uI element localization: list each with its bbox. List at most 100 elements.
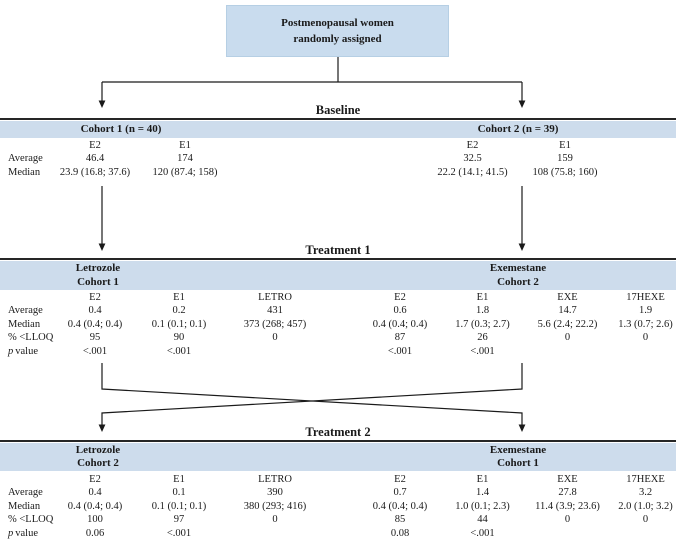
cell-median-e1: 0.1 (0.1; 0.1) [151, 500, 207, 512]
treatment2-left-header: Letrozole Cohort 2 [0, 443, 196, 471]
column-header-e2: E2 [89, 140, 101, 151]
cell-lloq-e1: 90 [173, 332, 185, 344]
baseline-rule [0, 118, 676, 120]
cell-average-e2: 0.6 [393, 305, 407, 317]
column-header-17hexe: 17HEXE [626, 292, 665, 303]
cell-median-e2: 23.9 (16.8; 37.6) [59, 166, 131, 178]
cell-lloq-exe: 0 [564, 332, 571, 344]
cell-p-e2: <.001 [387, 345, 413, 357]
cell-lloq-e1: 97 [173, 514, 185, 526]
column-header-e1: E1 [476, 474, 489, 485]
cell-lloq-e2: 85 [394, 514, 406, 526]
column-header-e1: E1 [559, 140, 571, 151]
cell-median-e1: 1.0 (0.1; 2.3) [455, 500, 510, 512]
cell-average-e2: 0.7 [393, 487, 407, 499]
cell-median-e2: 22.2 (14.1; 41.5) [437, 166, 508, 178]
column-header-e1: E1 [179, 140, 191, 151]
column-header-letro: LETRO [258, 292, 292, 303]
baseline-cohort1-table: E2 E1 Average 46.4 174 Median 23.9 (16.8… [0, 139, 340, 179]
row-label-median: Median [8, 500, 41, 512]
cell-p-e1: <.001 [470, 345, 495, 357]
p-italic: p [8, 527, 14, 539]
randomization-box-line2: randomly assigned [293, 33, 382, 45]
drug-name: Exemestane [489, 443, 547, 456]
cell-median-17hexe: 1.3 (0.7; 2.6) [618, 318, 673, 330]
row-label-average: Average [8, 487, 43, 499]
cell-median-e1: 108 (75.8; 160) [532, 166, 598, 178]
cell-lloq-17hexe: 0 [642, 332, 649, 344]
cell-median-exe: 5.6 (2.4; 22.2) [537, 318, 598, 330]
cell-average-e1: 159 [557, 153, 573, 165]
cell-average-e1: 0.1 [172, 487, 186, 499]
column-header-exe: EXE [557, 474, 578, 485]
baseline-cohort2-table: E2 E1 32.5 159 22.2 (14.1; 41.5) 108 (75… [340, 139, 676, 179]
cell-average-e2: 0.4 [88, 305, 102, 317]
cell-p-e1: <.001 [470, 527, 495, 539]
cell-average-letro: 390 [267, 487, 283, 499]
column-header-e1: E1 [476, 292, 489, 303]
treatment2-band: Letrozole Cohort 2 Exemestane Cohort 1 [0, 443, 676, 471]
cell-lloq-letro: 0 [272, 332, 278, 344]
cell-median-17hexe: 2.0 (1.0; 3.2) [618, 500, 673, 512]
cell-median-e2: 0.4 (0.4; 0.4) [67, 318, 123, 330]
treatment2-right-header: Exemestane Cohort 1 [360, 443, 676, 471]
column-header-17hexe: 17HEXE [626, 474, 665, 485]
cell-p-e2: 0.08 [390, 527, 410, 539]
cell-lloq-e1: 44 [477, 514, 488, 526]
crossover-left-to-right [101, 363, 523, 425]
cell-average-e2: 32.5 [463, 153, 482, 165]
treatment1-rule [0, 258, 676, 260]
cell-average-e1: 0.2 [172, 305, 186, 317]
p-rest: value [15, 345, 38, 357]
cell-lloq-e1: 26 [477, 332, 488, 344]
p-italic: p [8, 345, 14, 357]
column-header-e2: E2 [394, 474, 406, 485]
column-header-exe: EXE [557, 292, 578, 303]
cell-median-letro: 380 (293; 416) [243, 500, 307, 512]
treatment1-letrozole-table: E2 E1 LETRO Average 0.4 0.2 431 Median 0… [0, 291, 340, 358]
cell-average-e1: 1.4 [475, 487, 490, 499]
row-label-median: Median [8, 166, 41, 178]
cell-lloq-e2: 100 [87, 514, 103, 526]
cell-average-exe: 27.8 [558, 487, 577, 499]
row-label-average: Average [8, 153, 43, 165]
treatment1-right-header: Exemestane Cohort 2 [360, 261, 676, 290]
baseline-section-title: Baseline [315, 103, 361, 117]
cell-p-e1: <.001 [166, 345, 192, 357]
cohort-name: Cohort 1 [77, 275, 119, 288]
treatment2-letrozole-table: E2 E1 LETRO Average 0.4 0.1 390 Median 0… [0, 473, 340, 540]
p-rest: value [15, 527, 38, 539]
baseline-cohort2-header: Cohort 2 (n = 39) [477, 123, 559, 135]
column-header-e2: E2 [89, 292, 101, 303]
cohort-name: Cohort 1 [497, 457, 539, 469]
cell-lloq-letro: 0 [272, 514, 278, 526]
treatment1-section-title: Treatment 1 [305, 243, 371, 257]
drug-name: Letrozole [75, 443, 121, 456]
cell-p-e2: 0.06 [85, 527, 105, 539]
cell-median-letro: 373 (268; 457) [243, 318, 307, 330]
cell-p-e2: <.001 [82, 345, 108, 357]
treatment1-left-header: Letrozole Cohort 1 [0, 261, 196, 290]
cell-average-exe: 14.7 [558, 305, 577, 317]
treatment2-section-title: Treatment 2 [305, 425, 371, 439]
cell-median-e2: 0.4 (0.4; 0.4) [67, 500, 123, 512]
crossover-right-to-left [101, 363, 523, 425]
cell-median-exe: 11.4 (3.9; 23.6) [535, 500, 600, 512]
column-header-e1: E1 [173, 292, 185, 303]
baseline-cohort1-header: Cohort 1 (n = 40) [80, 123, 162, 135]
row-label-lloq: % <LLOQ [8, 514, 54, 526]
cell-lloq-17hexe: 0 [642, 514, 649, 526]
cell-median-e1: 1.7 (0.3; 2.7) [455, 318, 510, 330]
cell-median-e1: 120 (87.4; 158) [152, 166, 218, 178]
cell-average-e2: 46.4 [85, 153, 105, 165]
treatment2-rule [0, 440, 676, 442]
cell-average-e1: 1.8 [475, 305, 490, 317]
cell-lloq-e2: 87 [394, 332, 406, 344]
cell-average-e1: 174 [177, 153, 193, 165]
column-header-e2: E2 [466, 140, 479, 151]
column-header-letro: LETRO [258, 474, 292, 485]
cell-average-17hexe: 1.9 [638, 305, 653, 317]
row-label-lloq: % <LLOQ [8, 332, 54, 344]
cell-lloq-e2: 95 [89, 332, 101, 344]
